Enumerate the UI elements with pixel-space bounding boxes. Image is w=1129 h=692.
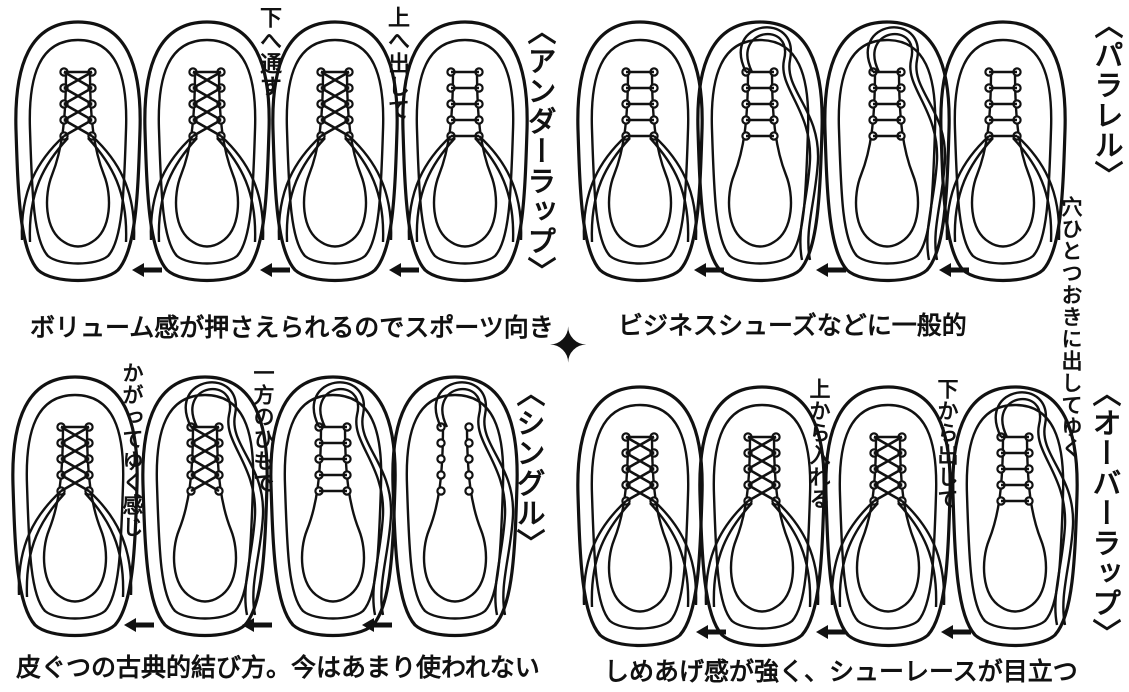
note-underwrap-down: 下へ通す: [256, 6, 281, 98]
shoe-overwrap-2: [698, 385, 826, 648]
note-underwrap-up: 上へ出して: [384, 6, 409, 121]
section-title-underwrap: 〈アンダーラップ〉: [523, 16, 557, 286]
shoe-single-4: [391, 375, 519, 638]
arrow-icon: [941, 625, 971, 639]
shoe-parallel-3: [823, 20, 951, 283]
section-title-single: 〈シングル〉: [512, 378, 546, 558]
caption-underwrap: ボリューム感が押さえられるのでスポーツ向き: [30, 313, 554, 342]
note-parallel-every-other: 穴ひとつおきに出してゆく: [1059, 196, 1083, 460]
arrow-icon: [260, 263, 290, 277]
section-title-overwrap: 〈オーバーラップ〉: [1088, 378, 1122, 648]
caption-parallel: ビジネスシューズなどに一般的: [618, 311, 967, 340]
caption-single: 皮ぐつの古典的結び方。今はあまり使われない: [16, 653, 540, 682]
note-single-one-lace: 一方のひもで: [251, 362, 275, 494]
shoe-overwrap-1: [576, 385, 704, 648]
shoe-underwrap-3: [271, 20, 399, 283]
shoe-single-3: [269, 375, 397, 638]
shoe-underwrap-1: [14, 20, 142, 283]
shoe-underwrap-2: [143, 20, 271, 283]
shoe-parallel-2: [696, 20, 824, 283]
shoe-parallel-4: [939, 20, 1067, 283]
arrow-icon: [694, 263, 724, 277]
shoe-single-1: [11, 375, 139, 638]
arrow-icon: [132, 263, 162, 277]
shoe-underwrap-4: [401, 20, 529, 283]
note-overwrap-in-from-top: 上から入れる: [807, 378, 831, 510]
section-title-parallel: 〈パラレル〉: [1090, 10, 1124, 190]
note-overwrap-out-from-bottom: 下から出して: [935, 378, 959, 510]
arrow-icon: [939, 263, 969, 277]
arrow-icon: [389, 263, 419, 277]
shoe-single-2: [141, 375, 269, 638]
shoe-overwrap-3: [824, 385, 952, 648]
arrow-icon: [124, 618, 154, 632]
shoe-parallel-1: [576, 20, 704, 283]
arrow-icon: [242, 618, 272, 632]
caption-overwrap: しめあげ感が強く、シューレースが目立つ: [604, 657, 1078, 686]
arrow-icon: [696, 625, 726, 639]
note-single-stitch: かがってゆく感じ: [120, 362, 144, 538]
section-parallel: [576, 20, 1067, 283]
star-icon: ✦: [548, 318, 589, 374]
